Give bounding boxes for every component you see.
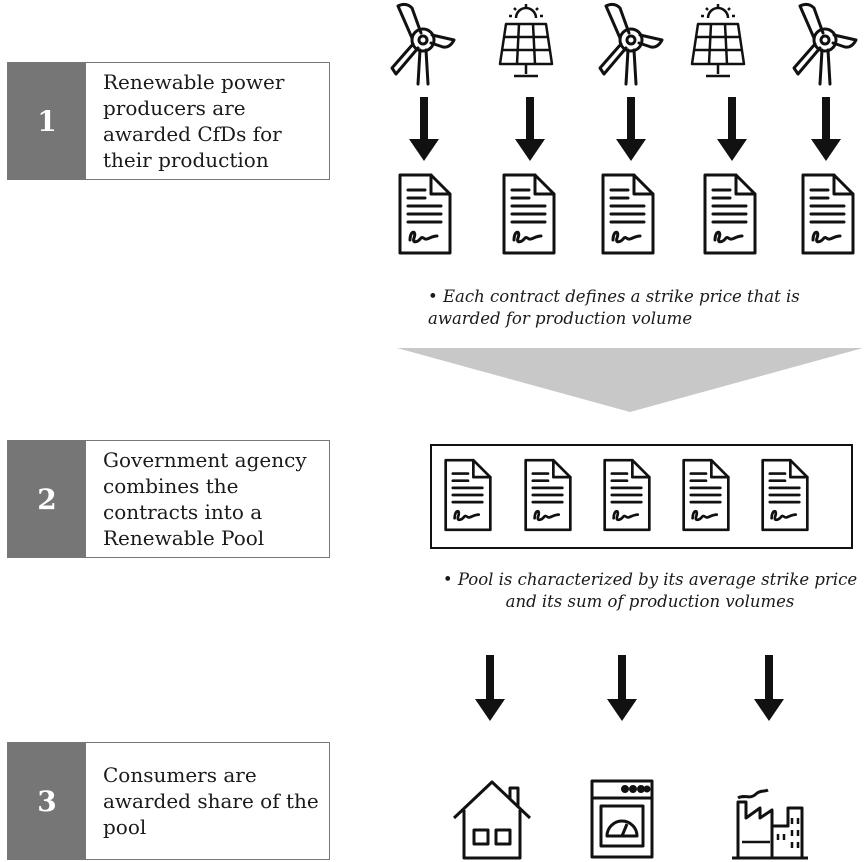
down-arrow-icon [754,655,784,721]
down-arrow-icon [717,97,747,161]
contract-document-icon [502,173,556,255]
contract-document-icon [801,173,855,255]
solar-panel-icon [498,4,554,78]
solar-panel-icon [690,4,746,78]
wind-turbine-icon [792,2,858,86]
contract-document-icon [524,458,572,532]
down-arrow-icon [515,97,545,161]
down-arrow-icon [616,97,646,161]
step-description: Government agency combines the contracts… [103,448,307,550]
down-arrow-icon [811,97,841,161]
wind-turbine-icon [390,2,456,86]
contract-document-icon [682,458,730,532]
contract-document-icon [761,458,809,532]
step-number: 1 [8,63,86,179]
factory-icon [732,788,808,860]
step-2-box: 2 Government agency combines the contrac… [7,440,330,558]
funnel-arrow [397,348,863,412]
contract-document-icon [444,458,492,532]
contract-document-icon [601,173,655,255]
step-3-box: 3 Consumers are awarded share of the poo… [7,742,330,860]
contract-document-icon [703,173,757,255]
step-1-box: 1 Renewable power producers are awarded … [7,62,330,180]
pool-note: • Pool is characterized by its average s… [442,570,858,611]
down-arrow-icon [475,655,505,721]
contract-document-icon [398,173,452,255]
step-description: Consumers are awarded share of the pool [103,763,319,839]
down-arrow-icon [409,97,439,161]
step-number: 3 [8,743,86,859]
wind-turbine-icon [598,2,664,86]
oven-icon [590,779,654,859]
house-icon [452,780,532,860]
down-arrow-icon [607,655,637,721]
contract-note: • Each contract defines a strike price t… [428,287,800,328]
step-number: 2 [8,441,86,557]
contract-document-icon [603,458,651,532]
renewable-pool-box [430,444,853,549]
step-description: Renewable power producers are awarded Cf… [103,70,285,172]
